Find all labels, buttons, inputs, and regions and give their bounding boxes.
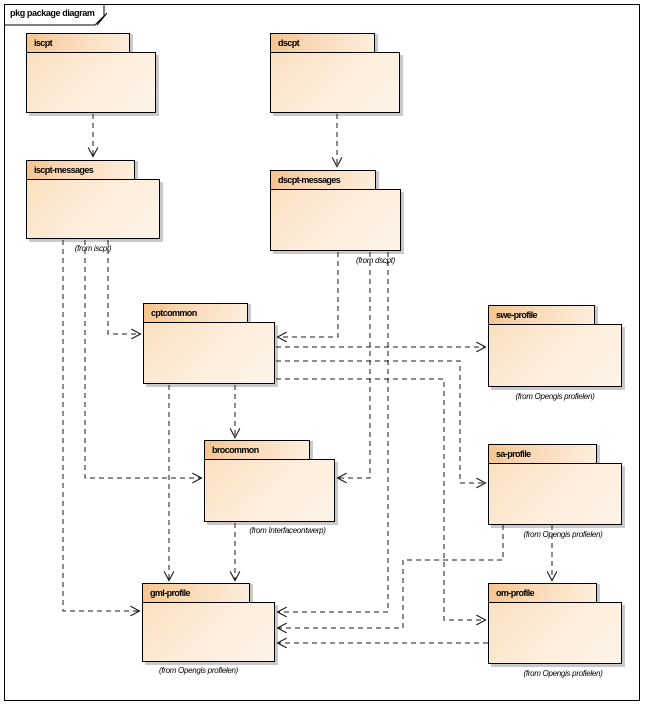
package-from-label: (from Interfaceontwerp) [249, 526, 326, 535]
package-dscpt[interactable]: dscpt [270, 33, 400, 113]
package-tab: sa-profile [488, 444, 597, 464]
package-tab: iscpt-messages [26, 160, 135, 180]
package-from-label: (from Opengis profielen) [158, 666, 239, 675]
package-body [204, 459, 335, 522]
package-from-label: (from Opengis profielen) [515, 392, 595, 401]
package-tab: swe-profile [488, 305, 595, 325]
package-body [270, 189, 401, 251]
package-name-label: cptcommon [151, 308, 197, 318]
package-body [488, 324, 622, 387]
package-name-label: iscpt [34, 38, 53, 48]
package-om-profile[interactable]: om-profile (from Opengis profielen) [488, 583, 622, 678]
frame-title: pkg package diagram [10, 8, 95, 18]
package-tab: dscpt [270, 33, 375, 53]
package-name-label: sa-profile [496, 449, 531, 459]
package-tab: om-profile [488, 583, 597, 603]
package-name-label: gml-profile [150, 588, 191, 598]
package-brocommon[interactable]: brocommon (from Interfaceontwerp) [204, 440, 335, 535]
package-tab: dscpt-messages [270, 170, 376, 190]
package-name-label: om-profile [496, 588, 535, 598]
package-swe-profile[interactable]: swe-profile (from Opengis profielen) [488, 305, 622, 401]
package-iscpt[interactable]: iscpt [26, 33, 156, 113]
package-name-label: iscpt-messages [34, 165, 94, 175]
package-body [488, 602, 622, 664]
package-iscpt-messages[interactable]: iscpt-messages (from iscpt) [26, 160, 160, 253]
package-body [488, 463, 622, 525]
package-name-label: dscpt [278, 38, 300, 48]
package-sa-profile[interactable]: sa-profile (from Opengis profielen) [488, 444, 622, 539]
package-cptcommon[interactable]: cptcommon [143, 303, 275, 384]
package-body [270, 52, 400, 113]
package-name-label: brocommon [212, 445, 259, 455]
diagram-frame [4, 4, 640, 701]
package-from-label: (from iscpt) [74, 244, 112, 253]
package-body [143, 322, 275, 384]
package-dscpt-messages[interactable]: dscpt-messages (from dscpt) [270, 170, 401, 265]
package-from-label: (from Opengis profielen) [523, 669, 603, 678]
package-from-label: (from Opengis profielen) [523, 530, 603, 539]
package-name-label: dscpt-messages [278, 175, 341, 185]
package-from-label: (from dscpt) [355, 256, 396, 265]
package-tab: brocommon [204, 440, 310, 460]
package-tab: iscpt [26, 33, 130, 53]
package-body [26, 52, 156, 113]
package-gml-profile[interactable]: gml-profile (from Opengis profielen) [142, 583, 275, 675]
package-name-label: swe-profile [496, 310, 538, 320]
package-tab: cptcommon [143, 303, 248, 323]
package-tab: gml-profile [142, 583, 250, 603]
package-body [142, 602, 275, 662]
package-body [26, 179, 160, 239]
